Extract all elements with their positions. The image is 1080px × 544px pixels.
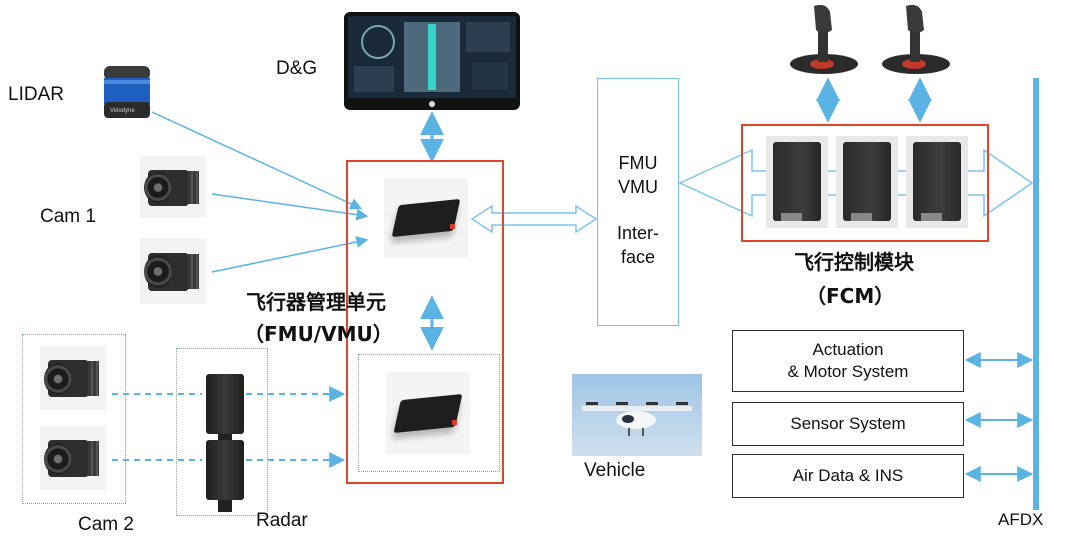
radar-sensor-icon bbox=[206, 374, 244, 446]
fmu-backup-group bbox=[358, 354, 500, 472]
interface-line-4: face bbox=[620, 247, 656, 267]
lidar-link bbox=[151, 111, 363, 210]
lidar-icon: Velodyne bbox=[98, 62, 156, 124]
sensor-system-label: Sensor System bbox=[790, 414, 906, 433]
actuation-line-1: Actuation bbox=[812, 340, 884, 359]
sensor-system-box: Sensor System bbox=[732, 402, 964, 446]
joystick-icon bbox=[784, 2, 864, 78]
cam1a-link bbox=[211, 193, 369, 221]
fmu-module-box bbox=[346, 160, 504, 484]
cam1-label: Cam 1 bbox=[40, 206, 96, 227]
fmu-title-cn: 飞行器管理单元 bbox=[246, 290, 386, 314]
air-data-ins-box: Air Data & INS bbox=[732, 454, 964, 498]
camera-icon bbox=[40, 426, 106, 490]
lidar-label: LIDAR bbox=[8, 84, 64, 105]
fmu-title-en: （FMU/VMU） bbox=[244, 322, 393, 346]
radar-label: Radar bbox=[256, 510, 308, 531]
camera-icon bbox=[140, 238, 206, 304]
afdx-label: AFDX bbox=[998, 510, 1044, 529]
lidar-brand-label: Velodyne bbox=[110, 108, 135, 114]
fcm-unit-icon bbox=[836, 136, 898, 228]
joystick-icon bbox=[876, 2, 956, 78]
air-data-ins-label: Air Data & INS bbox=[792, 466, 904, 485]
dg-label: D&G bbox=[276, 58, 318, 79]
fcm-title-cn: 飞行控制模块 bbox=[794, 250, 914, 274]
fcm-module-box bbox=[741, 124, 989, 242]
actuation-motor-system-box: Actuation & Motor System bbox=[732, 330, 964, 392]
cam1b-link bbox=[211, 236, 369, 273]
interface-line-1: FMU bbox=[618, 153, 658, 173]
evtol-aircraft-icon bbox=[572, 374, 702, 456]
fmu-vmu-interface-box: FMU VMU Inter- face bbox=[597, 78, 679, 326]
radar-group bbox=[176, 348, 268, 516]
camera-icon bbox=[40, 346, 106, 410]
fcm-unit-icon bbox=[906, 136, 968, 228]
cam2-label: Cam 2 bbox=[78, 514, 134, 535]
fmu-device-icon bbox=[386, 372, 470, 454]
interface-line-3: Inter- bbox=[616, 223, 659, 243]
vehicle-label: Vehicle bbox=[584, 460, 646, 481]
interface-line-2: VMU bbox=[618, 177, 658, 197]
radar-sensor-icon bbox=[206, 440, 244, 512]
camera-icon bbox=[140, 156, 206, 218]
display-icon bbox=[344, 12, 520, 110]
fmu-interface-arrow bbox=[470, 204, 598, 234]
actuation-line-2: & Motor System bbox=[787, 362, 909, 381]
cam2-group bbox=[22, 334, 126, 504]
fmu-device-icon bbox=[384, 178, 468, 258]
fcm-title-en: （FCM） bbox=[806, 284, 895, 308]
fcm-unit-icon bbox=[766, 136, 828, 228]
